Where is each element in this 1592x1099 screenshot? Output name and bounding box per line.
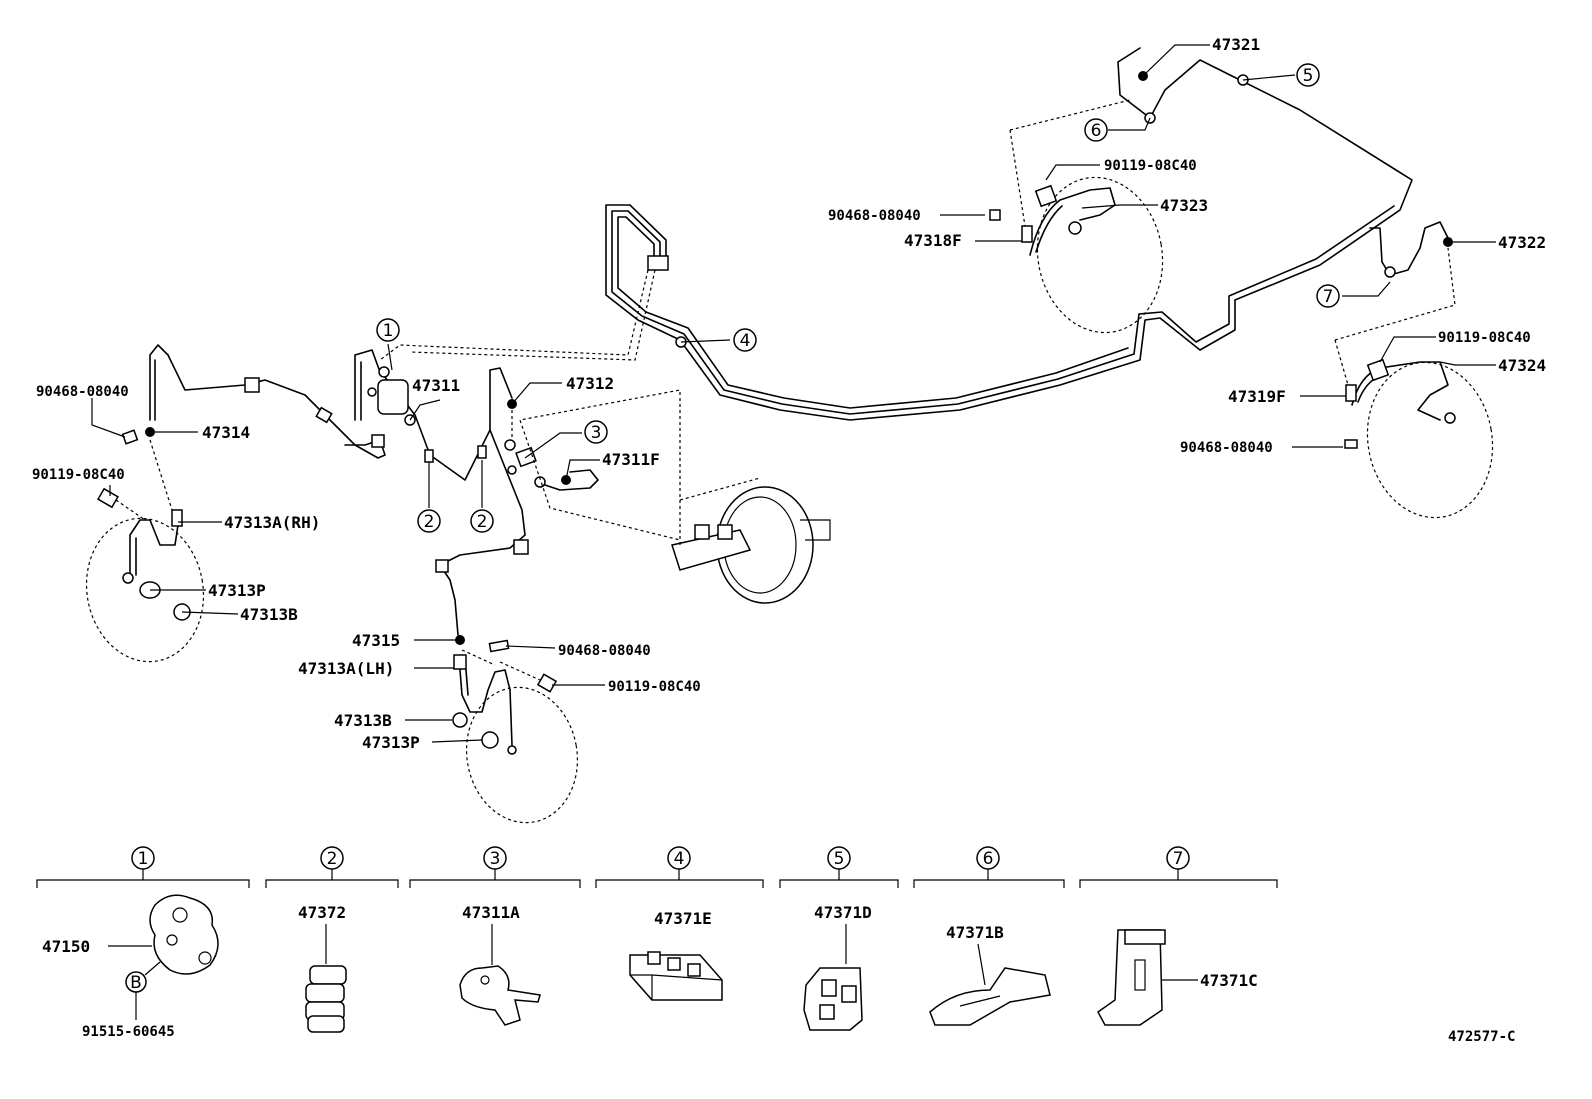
label-47323: 47323 bbox=[1160, 196, 1208, 215]
svg-text:B: B bbox=[130, 973, 142, 993]
dashed-connectors bbox=[115, 99, 1456, 681]
label-90468-a: 90468-08040 bbox=[828, 208, 921, 224]
svg-text:47371E: 47371E bbox=[654, 909, 712, 928]
main-brake-tube bbox=[605, 47, 1413, 421]
label-47313A-RH: 47313A(RH) bbox=[224, 513, 320, 532]
legend-callout-6: 6 bbox=[976, 846, 1000, 870]
label-90119-c: 90119-08C40 bbox=[32, 467, 125, 483]
label-47313P-b: 47313P bbox=[362, 733, 420, 752]
callout-3: 3 bbox=[584, 420, 608, 444]
label-47313B-a: 47313B bbox=[240, 605, 298, 624]
svg-text:7: 7 bbox=[1323, 287, 1334, 307]
legend-callout-1: 1 bbox=[131, 846, 155, 870]
part-labels: 47321 90119-08C40 47323 90468-08040 4731… bbox=[32, 35, 1546, 752]
svg-text:5: 5 bbox=[1303, 66, 1314, 86]
proportion-valve-47311 bbox=[377, 379, 409, 415]
legend-part-47371B: 47371B bbox=[929, 923, 1051, 1026]
legend-part-47150: B 47150 91515-60645 bbox=[42, 894, 219, 1040]
callout-5: 5 bbox=[1296, 63, 1320, 87]
callout-1: 1 bbox=[376, 318, 400, 342]
label-47312: 47312 bbox=[566, 374, 614, 393]
svg-text:1: 1 bbox=[383, 321, 394, 341]
label-90468-b: 90468-08040 bbox=[1180, 440, 1273, 456]
leader-lines bbox=[91, 44, 1496, 743]
brake-booster bbox=[519, 389, 831, 604]
svg-text:47150: 47150 bbox=[42, 937, 90, 956]
svg-text:2: 2 bbox=[424, 512, 435, 532]
label-47321: 47321 bbox=[1212, 35, 1260, 54]
label-47324: 47324 bbox=[1498, 356, 1546, 375]
svg-text:2: 2 bbox=[477, 512, 488, 532]
label-47318F: 47318F bbox=[904, 231, 962, 250]
label-47313A-LH: 47313A(LH) bbox=[298, 659, 394, 678]
label-90468-d: 90468-08040 bbox=[558, 643, 651, 659]
front-lh-line bbox=[452, 635, 579, 824]
center-valve-area bbox=[354, 349, 599, 636]
svg-text:91515-60645: 91515-60645 bbox=[82, 1024, 175, 1040]
connector-top-left bbox=[647, 255, 669, 271]
legend-callout-5: 5 bbox=[827, 846, 851, 870]
legend-part-47371D: 47371D bbox=[803, 903, 872, 1031]
label-47322: 47322 bbox=[1498, 233, 1546, 252]
svg-text:6: 6 bbox=[983, 849, 994, 869]
label-47311: 47311 bbox=[412, 376, 460, 395]
svg-text:7: 7 bbox=[1173, 849, 1184, 869]
label-47311F: 47311F bbox=[602, 450, 660, 469]
label-47313B-b: 47313B bbox=[334, 711, 392, 730]
callout-2b: 2 bbox=[470, 509, 494, 533]
callouts: 1 2 2 3 4 5 6 7 bbox=[376, 63, 1340, 533]
svg-text:1: 1 bbox=[138, 849, 149, 869]
diagram-id: 472577-C bbox=[1448, 1029, 1515, 1045]
label-47313P-a: 47313P bbox=[208, 581, 266, 600]
svg-text:47371C: 47371C bbox=[1200, 971, 1258, 990]
legend-part-47371C: 47371C bbox=[1097, 929, 1258, 1026]
callout-6: 6 bbox=[1084, 118, 1108, 142]
callout-2a: 2 bbox=[417, 509, 441, 533]
label-90119-a: 90119-08C40 bbox=[1104, 158, 1197, 174]
label-47315: 47315 bbox=[352, 631, 400, 650]
legend-callout-3: 3 bbox=[483, 846, 507, 870]
callout-7: 7 bbox=[1316, 284, 1340, 308]
svg-text:4: 4 bbox=[740, 331, 751, 351]
junction-7 bbox=[1384, 266, 1396, 278]
legend: 1 2 3 4 5 6 7 bbox=[36, 846, 1278, 1040]
label-90119-d: 90119-08C40 bbox=[608, 679, 701, 695]
legend-part-47311A: 47311A bbox=[459, 903, 541, 1026]
svg-text:3: 3 bbox=[591, 423, 602, 443]
svg-text:47372: 47372 bbox=[298, 903, 346, 922]
svg-text:47371D: 47371D bbox=[814, 903, 872, 922]
right-rear-line bbox=[1369, 221, 1453, 278]
label-90468-c: 90468-08040 bbox=[36, 384, 129, 400]
legend-part-47371E: 47371E bbox=[629, 909, 723, 1001]
label-90119-b: 90119-08C40 bbox=[1438, 330, 1531, 346]
front-rh-line bbox=[85, 344, 386, 663]
callout-4: 4 bbox=[733, 328, 757, 352]
label-47314: 47314 bbox=[202, 423, 250, 442]
svg-text:5: 5 bbox=[834, 849, 845, 869]
label-47319F: 47319F bbox=[1228, 387, 1286, 406]
legend-callout-7: 7 bbox=[1166, 846, 1190, 870]
svg-text:4: 4 bbox=[674, 849, 685, 869]
svg-text:2: 2 bbox=[327, 849, 338, 869]
svg-text:47371B: 47371B bbox=[946, 923, 1004, 942]
svg-text:47311A: 47311A bbox=[462, 903, 520, 922]
rear-wheel-lower bbox=[1344, 358, 1494, 519]
legend-part-47372: 47372 bbox=[298, 903, 347, 1033]
svg-text:6: 6 bbox=[1091, 121, 1102, 141]
rear-wheel-upper bbox=[989, 176, 1164, 334]
svg-text:3: 3 bbox=[490, 849, 501, 869]
legend-callout-2: 2 bbox=[320, 846, 344, 870]
legend-callout-4: 4 bbox=[667, 846, 691, 870]
